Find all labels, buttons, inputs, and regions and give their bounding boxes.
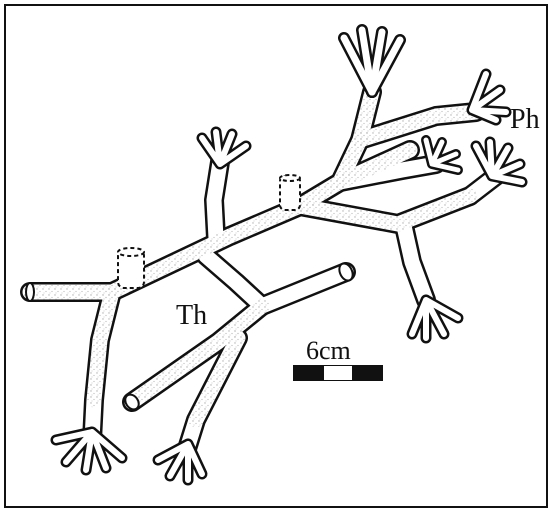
scale-bar-segment-2 bbox=[324, 366, 352, 380]
scale-bar bbox=[294, 366, 382, 380]
ph-label: Ph bbox=[510, 106, 540, 134]
scale-bar-segment-1 bbox=[294, 366, 324, 380]
th-label: Th bbox=[176, 302, 207, 330]
scale-bar-segment-3 bbox=[352, 366, 382, 380]
scale-bar-label: 6cm bbox=[306, 338, 351, 364]
